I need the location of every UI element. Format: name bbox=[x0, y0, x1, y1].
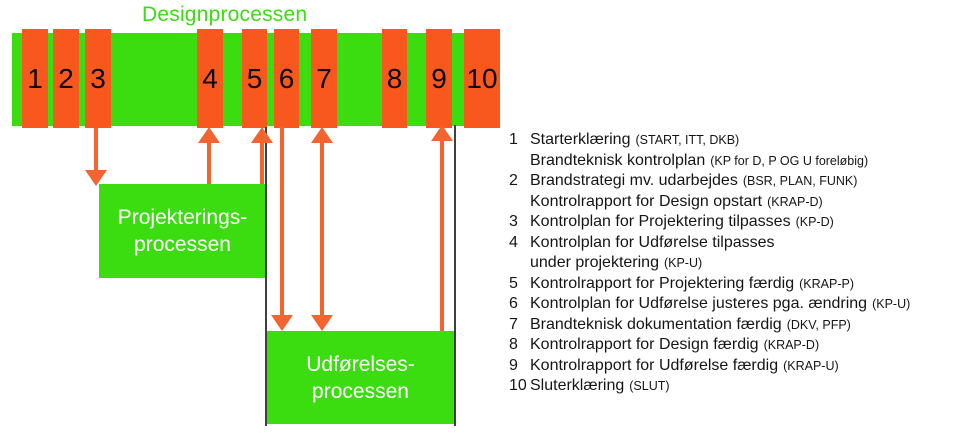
legend-item-2: 2 Brandstrategi mv. udarbejdes (BSR, PLAN,… bbox=[509, 172, 910, 193]
legend: 1 Starterklæring (START, ITT, DKB) Brandtek… bbox=[509, 131, 910, 398]
legend-item-code: (KRAP-U) bbox=[783, 358, 839, 373]
arrowhead-down-icon bbox=[311, 315, 333, 331]
legend-item-code: (KP for D, P OG U foreløbig) bbox=[710, 153, 869, 168]
process-step-4: 4 bbox=[197, 29, 223, 128]
flow-arrow-down-1 bbox=[85, 128, 107, 186]
diagram-title: Designprocessen bbox=[142, 3, 308, 26]
legend-item-9: 9 Kontrolrapport for Udførelse færdig (KRA… bbox=[509, 357, 910, 378]
legend-item-text: Starterklæring bbox=[530, 131, 631, 148]
process-step-3: 3 bbox=[85, 29, 111, 128]
arrow-shaft bbox=[260, 141, 264, 184]
udforelse-process-box: Udførelses- processen bbox=[267, 331, 454, 424]
legend-item-text: Brandstrategi mv. udarbejdes bbox=[530, 172, 738, 189]
legend-item-code: (START, ITT, DKB) bbox=[635, 133, 740, 147]
legend-item-code: (BSR, PLAN, FUNK) bbox=[742, 174, 858, 188]
projektering-process-box: Projekterings- processen bbox=[99, 184, 266, 278]
legend-item-number: 9 bbox=[509, 356, 518, 374]
legend-item-code: (KRAP-D) bbox=[763, 338, 820, 352]
legend-item-3: 3 Kontrolplan for Projektering tilpasses (… bbox=[509, 213, 910, 234]
process-step-8: 8 bbox=[382, 29, 407, 128]
arrow-shaft bbox=[207, 141, 211, 184]
legend-item-code: (SLUT) bbox=[629, 379, 670, 393]
legend-item-code: (KRAP-D) bbox=[767, 194, 823, 209]
span-connector-line-2 bbox=[454, 125, 456, 426]
udforelse-box-label-line1: Udførelses- bbox=[306, 352, 415, 376]
legend-item-1: 1 Starterklæring (START, ITT, DKB) bbox=[509, 131, 910, 152]
legend-item-code: (KP-U) bbox=[872, 297, 911, 311]
arrowhead-up-icon bbox=[431, 125, 453, 141]
legend-item-number: 3 bbox=[509, 213, 518, 230]
arrowhead-down-icon bbox=[85, 170, 107, 186]
projektering-box-label-line1: Projekterings- bbox=[117, 206, 248, 229]
legend-item-cont: under projektering (KP-U) bbox=[509, 254, 910, 275]
legend-item-text: Kontrolplan for Udførelse justeres pga. … bbox=[530, 295, 868, 312]
flow-arrow-up-2 bbox=[198, 127, 220, 184]
legend-item-8: 8 Kontrolrapport for Design færdig (KRAP-D… bbox=[509, 336, 910, 357]
legend-item-7: 7 Brandteknisk dokumentation færdig (DKV, … bbox=[509, 316, 910, 337]
span-connector-line-1 bbox=[265, 127, 267, 426]
arrowhead-up-icon bbox=[251, 127, 273, 143]
legend-item-text: Kontrolrapport for Udførelse færdig bbox=[530, 356, 779, 374]
legend-item-text: Kontrolrapport for Design færdig bbox=[530, 336, 759, 353]
process-step-6: 6 bbox=[274, 29, 299, 128]
legend-item-number: 1 bbox=[509, 131, 518, 148]
legend-item-text: Brandteknisk dokumentation færdig bbox=[530, 315, 782, 333]
process-step-9: 9 bbox=[426, 29, 452, 128]
legend-item-number: 7 bbox=[509, 315, 518, 333]
udforelse-box-label-line2: processen bbox=[312, 379, 409, 403]
legend-item-number: 10 bbox=[509, 377, 527, 394]
legend-item-text: Kontrolrapport for Projektering færdig bbox=[530, 274, 795, 292]
flow-arrow-down-4 bbox=[271, 127, 293, 331]
legend-item-5: 5 Kontrolrapport for Projektering færdig (… bbox=[509, 275, 910, 296]
arrow-shaft bbox=[440, 139, 444, 331]
arrow-shaft bbox=[280, 127, 284, 317]
process-step-10: 10 bbox=[464, 29, 500, 128]
legend-item-cont: Kontrolrapport for Design opstart (KRAP-D… bbox=[509, 193, 910, 214]
arrow-shaft bbox=[94, 128, 98, 172]
legend-item-code: (KRAP-P) bbox=[799, 276, 854, 291]
process-step-1: 1 bbox=[22, 29, 48, 128]
legend-item-text: Kontrolplan for Udførelse tilpasses bbox=[530, 233, 775, 251]
arrowhead-down-icon bbox=[271, 315, 293, 331]
legend-item-text: under projektering bbox=[530, 254, 659, 271]
arrowhead-up-icon bbox=[198, 127, 220, 143]
legend-item-text: Kontrolplan for Projektering tilpasses bbox=[530, 213, 791, 230]
arrow-shaft bbox=[320, 141, 324, 317]
legend-item-code: (KP-D) bbox=[795, 215, 834, 229]
legend-item-code: (DKV, PFP) bbox=[786, 317, 851, 332]
legend-item-text: Sluterklæring bbox=[530, 377, 625, 394]
legend-item-text: Brandteknisk kontrolplan bbox=[530, 151, 706, 169]
process-step-5: 5 bbox=[242, 29, 267, 128]
legend-item-number: 8 bbox=[509, 336, 518, 353]
legend-item-code: (KP-U) bbox=[663, 256, 703, 270]
arrowhead-up-icon bbox=[311, 127, 333, 143]
projektering-box-label-line2: processen bbox=[134, 233, 231, 256]
process-step-2: 2 bbox=[53, 29, 79, 128]
legend-item-number: 4 bbox=[509, 233, 518, 251]
legend-item-4: 4 Kontrolplan for Udførelse tilpasses bbox=[509, 234, 910, 255]
legend-item-number: 6 bbox=[509, 295, 518, 312]
legend-item-6: 6 Kontrolplan for Udførelse justeres pga.… bbox=[509, 295, 910, 316]
legend-item-number: 5 bbox=[509, 274, 518, 292]
legend-item-number: 2 bbox=[509, 172, 518, 189]
flow-arrow-both-5 bbox=[311, 127, 333, 331]
flow-arrow-up-6 bbox=[431, 125, 453, 331]
process-step-7: 7 bbox=[311, 29, 337, 128]
legend-item-cont: Brandteknisk kontrolplan (KP for D, P OG … bbox=[509, 152, 910, 173]
flow-arrow-up-3 bbox=[251, 127, 273, 184]
legend-item-text: Kontrolrapport for Design opstart bbox=[530, 192, 763, 210]
